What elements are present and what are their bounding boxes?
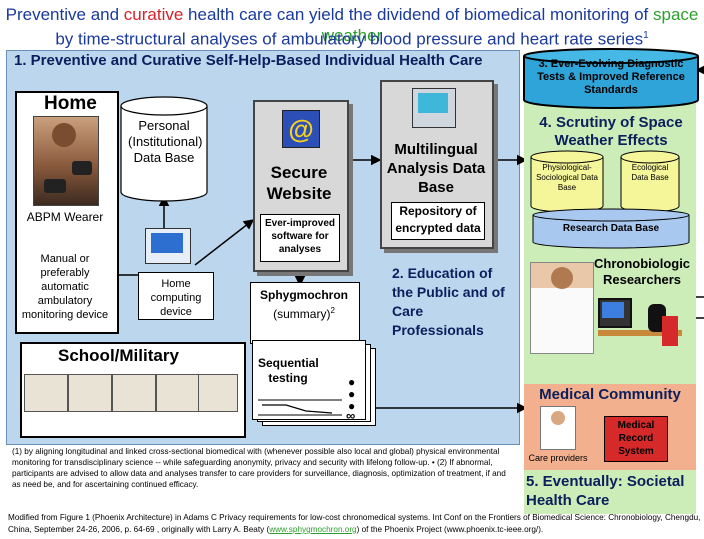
title-space-weather: space weather (321, 5, 699, 45)
diagnostic-cylinder (523, 48, 699, 109)
sequential-paper (252, 340, 366, 420)
person-figure-3 (112, 374, 156, 412)
societal-label: 5. Eventually: Societal Health Care (526, 473, 685, 509)
medical-record-box: Medical Record System (604, 416, 668, 462)
credit-link[interactable]: www.sphygmochron.org (269, 525, 357, 534)
abpm-wearer-photo (33, 116, 99, 206)
credit-text-1: Modified from Figure 1 (Phoenix Architec… (8, 513, 701, 534)
monitoring-device-label: Manual or preferably automatic ambulator… (21, 253, 109, 321)
sequential-chart-icon (258, 399, 342, 416)
researcher-photo (530, 262, 594, 354)
sequential-title: Sequential testing (258, 356, 319, 385)
multilingual-sub: Repository of encrypted data (391, 202, 485, 240)
education-label: 2. Education of the Public and of Care P… (392, 265, 505, 338)
chronobiologic-label: Chronobiologic Researchers (594, 256, 691, 287)
sphygmochron-title: Sphygmochron (259, 288, 348, 302)
sequence-dots: ●●● (348, 375, 356, 413)
title-line2-text: by time-structural analyses of ambulator… (55, 29, 644, 49)
computer-icon (145, 228, 191, 264)
credit-text-2: ) of the Phoenix Project (www.phoenix.tc… (356, 525, 544, 534)
sphygmochron-sup: 2 (330, 306, 335, 315)
personal-db-label: Personal (Institutional) Data Base (128, 118, 203, 165)
secure-website-title: Secure Website (266, 163, 332, 203)
at-sign-icon: @ (282, 110, 320, 148)
title-sup: 1 (643, 30, 649, 41)
researcher-desk-icon (598, 290, 682, 354)
scrutiny-label: 4. Scrutiny of Space Weather Effects (539, 114, 683, 149)
arrow-computer-to-website (194, 219, 255, 266)
person-figure-2 (68, 374, 112, 412)
panel-title: 1. Preventive and Curative Self-Help-Bas… (14, 52, 483, 69)
diagnostic-label: 3. Ever-Evolving Diagnostic Tests & Impr… (537, 58, 685, 96)
home-heading: Home (44, 93, 97, 114)
main-title-line1: Preventive and curative health care can … (0, 4, 704, 46)
abpm-wearer-label: ABPM Wearer (26, 210, 104, 224)
person-figure-1 (24, 374, 68, 412)
phys-db-cylinder (530, 150, 604, 213)
main-title-line2: by time-structural analyses of ambulator… (0, 25, 704, 50)
personal-db-cylinder (120, 96, 208, 202)
secure-website-sub: Ever-improved software for analyses (260, 214, 340, 262)
title-curative: curative (123, 5, 184, 24)
care-provider-icon (540, 406, 576, 450)
person-figure-4 (156, 374, 200, 412)
title-preventive: Preventive (5, 5, 86, 24)
research-db-cylinder (532, 208, 690, 249)
sphygmochron-box (250, 282, 360, 344)
eco-db-cylinder (620, 150, 680, 213)
eco-db-label: Ecological Data Base (631, 163, 669, 182)
footnote: (1) by aligning longitudinal and linked … (12, 447, 506, 489)
phys-db-label: Physiological-Sociological Data Base (536, 163, 598, 192)
monitor-icon (412, 88, 456, 128)
sphygmochron-summary: (summary) (273, 307, 331, 321)
sphygmochron-sub: (summary)2 (252, 304, 356, 321)
title-and: and (85, 5, 124, 24)
care-providers-label: Care providers (528, 453, 588, 463)
research-db-label: Research Data Base (562, 223, 660, 234)
infinity-symbol: ∞ (346, 408, 356, 423)
credit-line: Modified from Figure 1 (Phoenix Architec… (8, 512, 704, 536)
school-military-label: School/Military (58, 346, 179, 365)
person-figure-5 (198, 374, 238, 412)
medical-community-label: Medical Community (539, 386, 681, 403)
title-middle: health care can yield the dividend of bi… (183, 5, 653, 24)
home-computing-box: Home computing device (138, 272, 214, 320)
multilingual-title: Multilingual Analysis Data Base (386, 141, 486, 196)
